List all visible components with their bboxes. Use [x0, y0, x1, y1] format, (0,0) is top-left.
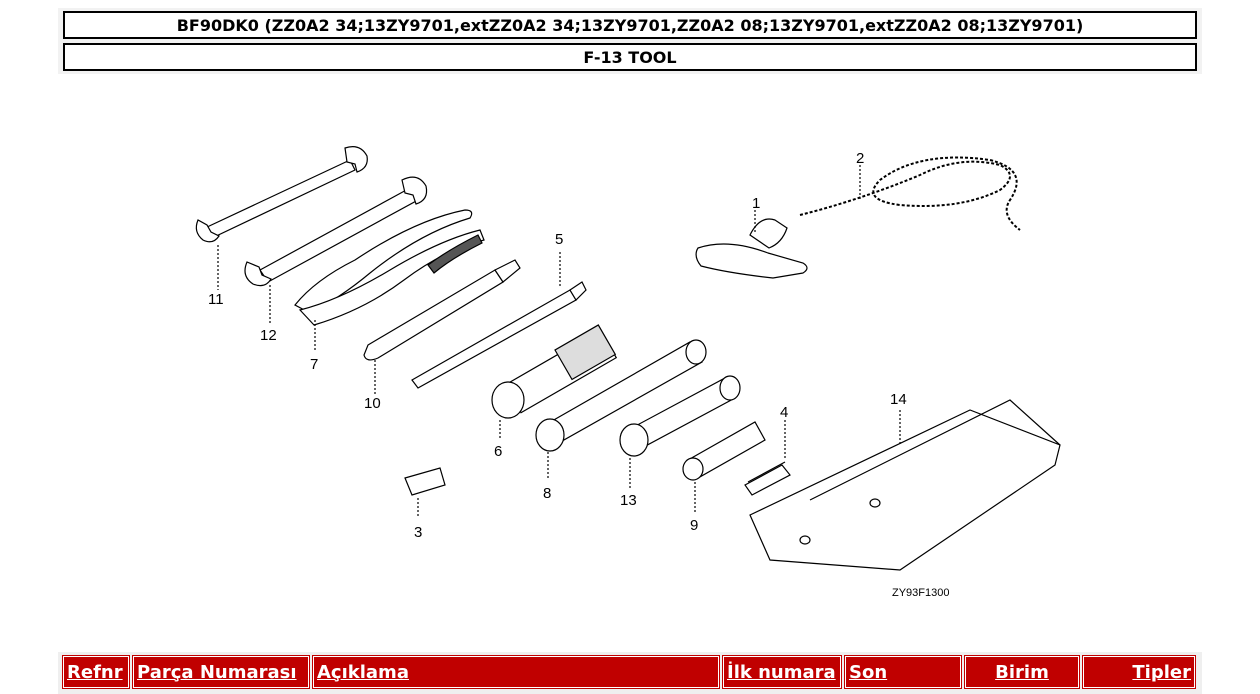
callout-1: 1 — [752, 195, 760, 212]
part-9-small-socket — [682, 421, 766, 513]
callout-8: 8 — [543, 485, 551, 502]
column-first-number[interactable]: İlk numara — [722, 655, 842, 689]
part-3-plate — [404, 467, 446, 518]
part-2-rope — [799, 156, 1021, 231]
callout-14: 14 — [890, 391, 907, 408]
part-8-tube-wrench — [535, 339, 707, 480]
model-title: BF90DK0 (ZZ0A2 34;13ZY9701,extZZ0A2 34;1… — [63, 11, 1197, 39]
part-7-pliers — [294, 209, 485, 352]
callout-3: 3 — [414, 524, 422, 541]
part-6-socket — [491, 324, 618, 438]
parts-table-header: Refnr Parça Numarası Açıklama İlk numara… — [58, 652, 1202, 694]
column-refnr[interactable]: Refnr — [62, 655, 130, 689]
column-types[interactable]: Tipler — [1082, 655, 1196, 689]
callout-5: 5 — [555, 231, 563, 248]
section-title-bar: F-13 TOOL — [58, 40, 1202, 74]
callout-9: 9 — [690, 517, 698, 534]
part-13-box-spanner — [619, 375, 741, 488]
section-title: F-13 TOOL — [63, 43, 1197, 71]
column-last[interactable]: Son — [844, 655, 962, 689]
column-part-number[interactable]: Parça Numarası — [132, 655, 310, 689]
parts-diagram: 1 2 3 4 5 6 7 8 9 10 11 12 13 14 ZY93F13… — [150, 120, 1110, 610]
callout-12: 12 — [260, 327, 277, 344]
column-unit[interactable]: Birim — [964, 655, 1080, 689]
part-12-wrench-large — [244, 176, 428, 325]
callout-11: 11 — [208, 291, 224, 308]
column-description[interactable]: Açıklama — [312, 655, 720, 689]
part-11-wrench-small — [195, 146, 368, 290]
diagram-code: ZY93F1300 — [892, 587, 949, 599]
callout-13: 13 — [620, 492, 637, 509]
callout-10: 10 — [364, 395, 381, 412]
callout-2: 2 — [856, 150, 864, 167]
callout-7: 7 — [310, 356, 318, 373]
part-1-start-handle — [695, 210, 808, 279]
part-10-screwdriver-handle — [363, 259, 521, 395]
part-5-screwdriver-bit — [411, 252, 587, 389]
part-4-clip — [744, 420, 791, 496]
callout-6: 6 — [494, 443, 502, 460]
callout-4: 4 — [780, 404, 788, 421]
part-14-tool-bag — [749, 399, 1061, 571]
model-title-bar: BF90DK0 (ZZ0A2 34;13ZY9701,extZZ0A2 34;1… — [58, 8, 1202, 42]
